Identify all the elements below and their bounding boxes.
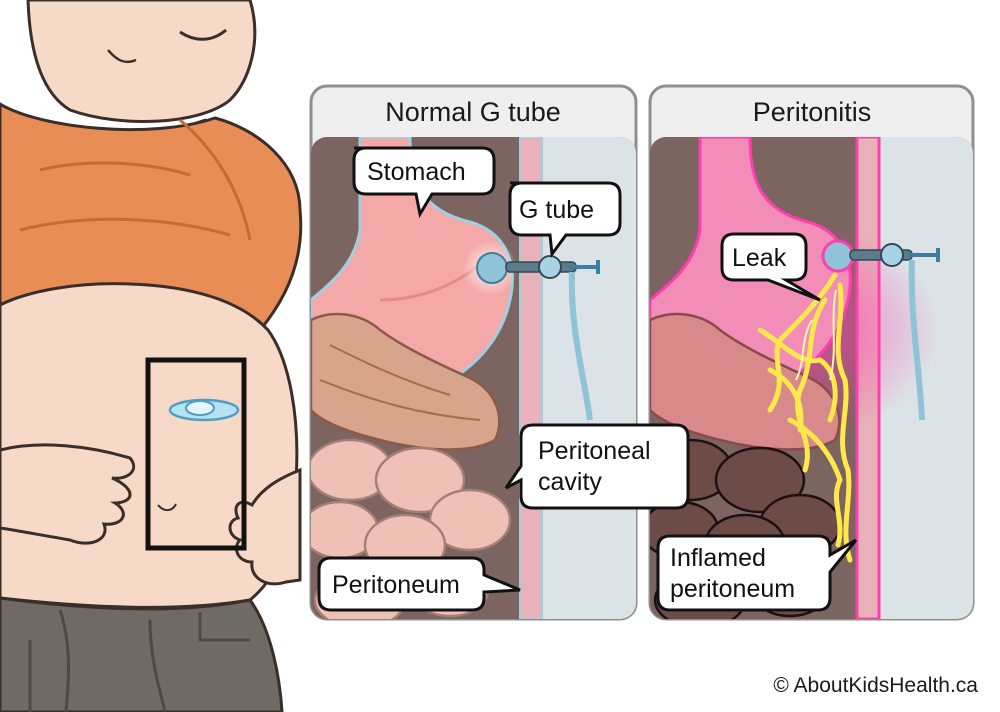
omentum [311, 312, 501, 451]
child-face [26, 0, 257, 123]
leaking-fluid [757, 272, 853, 563]
omentum-inflamed [650, 312, 841, 451]
highlight-box [145, 357, 247, 551]
callout-peritoneal-cavity: Peritoneal cavity [504, 423, 690, 510]
child-figure [0, 0, 303, 712]
peritoneal-cavity-label-line1: Peritoneal [538, 437, 651, 465]
child-right-hand [228, 467, 302, 586]
callout-leak: Leak [720, 232, 821, 302]
g-tube-label: G tube [519, 196, 594, 224]
g-tube-device-leaking [821, 239, 940, 421]
callout-stomach: Stomach [352, 146, 496, 219]
panel-title-peritonitis: Peritonitis [753, 97, 872, 127]
inflamed-peritoneum-label-line2: peritoneum [670, 575, 795, 603]
g-tube-device [476, 252, 600, 421]
child-left-hand [0, 443, 136, 545]
callout-inflamed-peritoneum: Inflamed peritoneum [656, 534, 858, 612]
copyright-notice: © AboutKidsHealth.ca [773, 674, 978, 697]
child-pants [0, 596, 284, 712]
child-belly-button [157, 503, 177, 512]
inflamed-peritoneum-label-line1: Inflamed [670, 544, 766, 572]
stomach-label: Stomach [367, 158, 466, 186]
child-smile [179, 28, 227, 41]
callout-peritoneum: Peritoneum [317, 556, 521, 612]
leak-label: Leak [732, 244, 787, 272]
g-tube-button-icon [168, 398, 240, 422]
peritoneal-cavity-label-line2: cavity [538, 468, 602, 496]
child-chin-line [107, 49, 137, 64]
peritoneum-label: Peritoneum [332, 571, 460, 599]
callout-g-tube: G tube [508, 181, 622, 259]
panel-title-normal: Normal G tube [385, 97, 561, 127]
